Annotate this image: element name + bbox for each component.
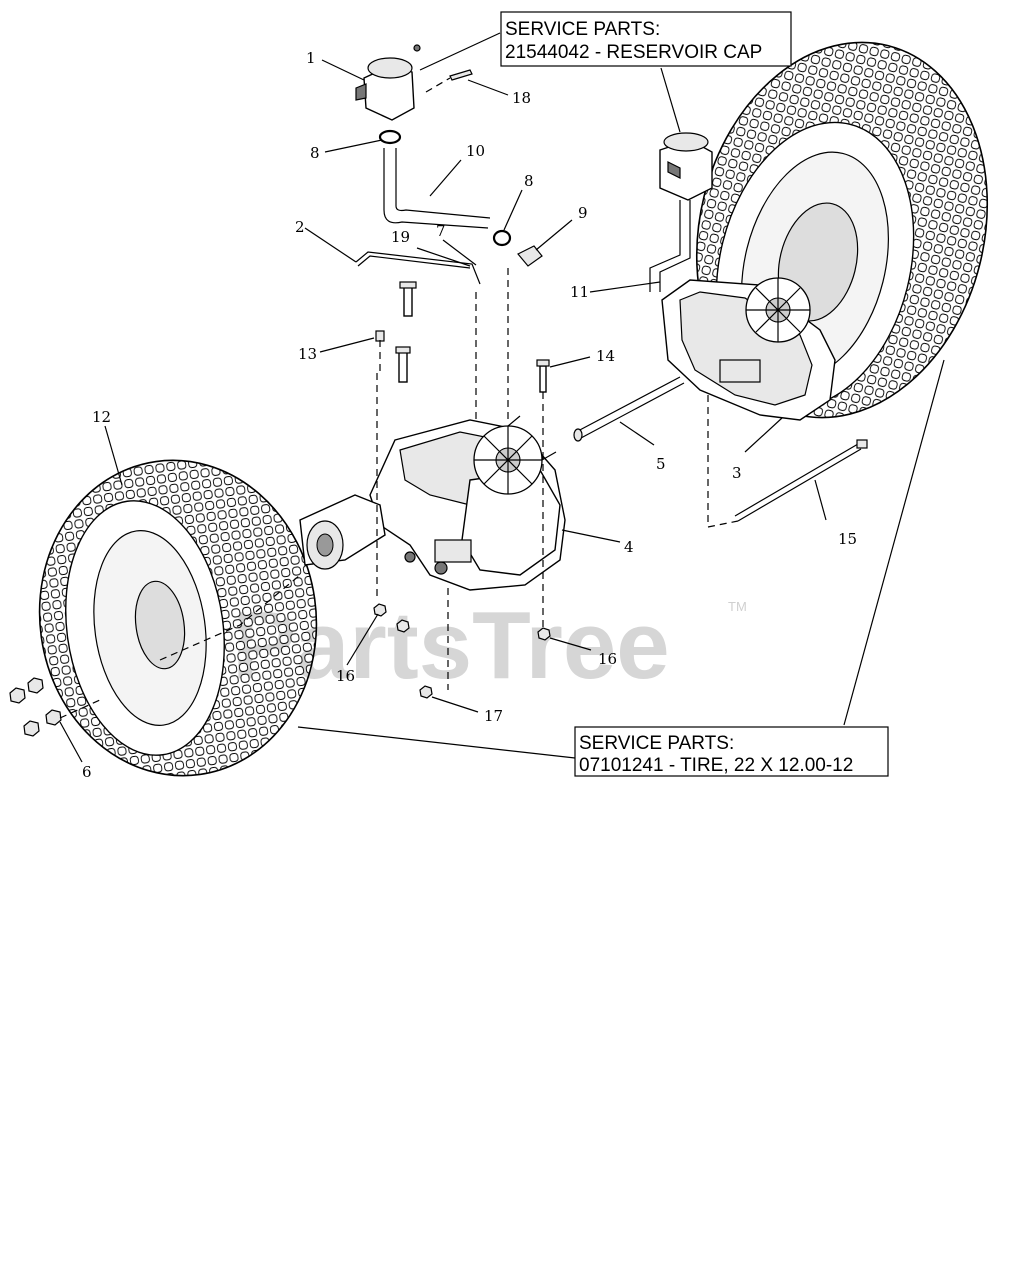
callout-7: 7 — [436, 222, 446, 240]
callout-10: 10 — [466, 142, 485, 160]
callout-19: 19 — [391, 228, 410, 246]
center-transaxle — [299, 415, 566, 591]
callout-14: 14 — [596, 347, 615, 365]
callout-16-left: 16 — [336, 667, 355, 685]
service-box-heading: SERVICE PARTS: — [505, 19, 660, 40]
callout-6: 6 — [82, 763, 92, 781]
callout-17: 17 — [484, 707, 503, 725]
lug-nuts — [9, 677, 62, 737]
clamp-part-8-top — [378, 129, 402, 145]
shaft-part-5 — [573, 376, 685, 442]
callout-8-top: 8 — [310, 144, 320, 162]
reservoir-part-1 — [355, 44, 421, 121]
right-transaxle — [661, 277, 836, 421]
leader-lines — [59, 32, 945, 763]
callouts: 1 2 3 4 5 6 7 8 8 9 10 11 12 13 14 15 16… — [82, 49, 857, 781]
nut-part-16-right — [537, 627, 551, 641]
callout-12: 12 — [92, 408, 111, 426]
assembly-lines — [59, 77, 739, 719]
callout-13: 13 — [298, 345, 317, 363]
callout-11: 11 — [570, 283, 589, 301]
callout-2: 2 — [295, 218, 305, 236]
callout-15: 15 — [838, 530, 857, 548]
bolt-part-14 — [536, 359, 550, 393]
callout-5: 5 — [656, 455, 666, 473]
right-reservoir — [649, 132, 713, 292]
callout-16-right: 16 — [598, 650, 617, 668]
callout-8-mid: 8 — [524, 172, 534, 190]
hose-part-10 — [383, 148, 491, 229]
callout-3: 3 — [732, 464, 742, 482]
callout-9: 9 — [578, 204, 588, 222]
long-bolt-part-15 — [734, 439, 868, 522]
service-box-tire: SERVICE PARTS: 07101241 - TIRE, 22 X 12.… — [574, 726, 889, 777]
left-tire — [38, 459, 318, 777]
bolt-part-19 — [399, 281, 417, 317]
watermark-trademark: TM — [728, 599, 747, 614]
bolt-part-13 — [375, 330, 385, 342]
fitting-part-9 — [517, 245, 543, 267]
clamp-part-8-mid — [492, 229, 512, 247]
service-box-heading: SERVICE PARTS: — [579, 733, 734, 754]
bypass-rod-part-2 — [355, 251, 481, 285]
callout-1: 1 — [306, 49, 316, 67]
screw-part-18 — [449, 69, 473, 81]
nut-part-17 — [419, 685, 433, 699]
callout-4: 4 — [624, 538, 634, 556]
nut-part-16-left — [373, 603, 387, 617]
nut-part-16-center — [396, 619, 410, 633]
bolt-vertical — [395, 346, 411, 383]
service-box-reservoir-cap: SERVICE PARTS: 21544042 - RESERVOIR CAP — [500, 11, 792, 67]
service-box-part: 21544042 - RESERVOIR CAP — [505, 42, 762, 63]
service-box-part: 07101241 - TIRE, 22 X 12.00-12 — [579, 755, 853, 776]
callout-18: 18 — [512, 89, 531, 107]
